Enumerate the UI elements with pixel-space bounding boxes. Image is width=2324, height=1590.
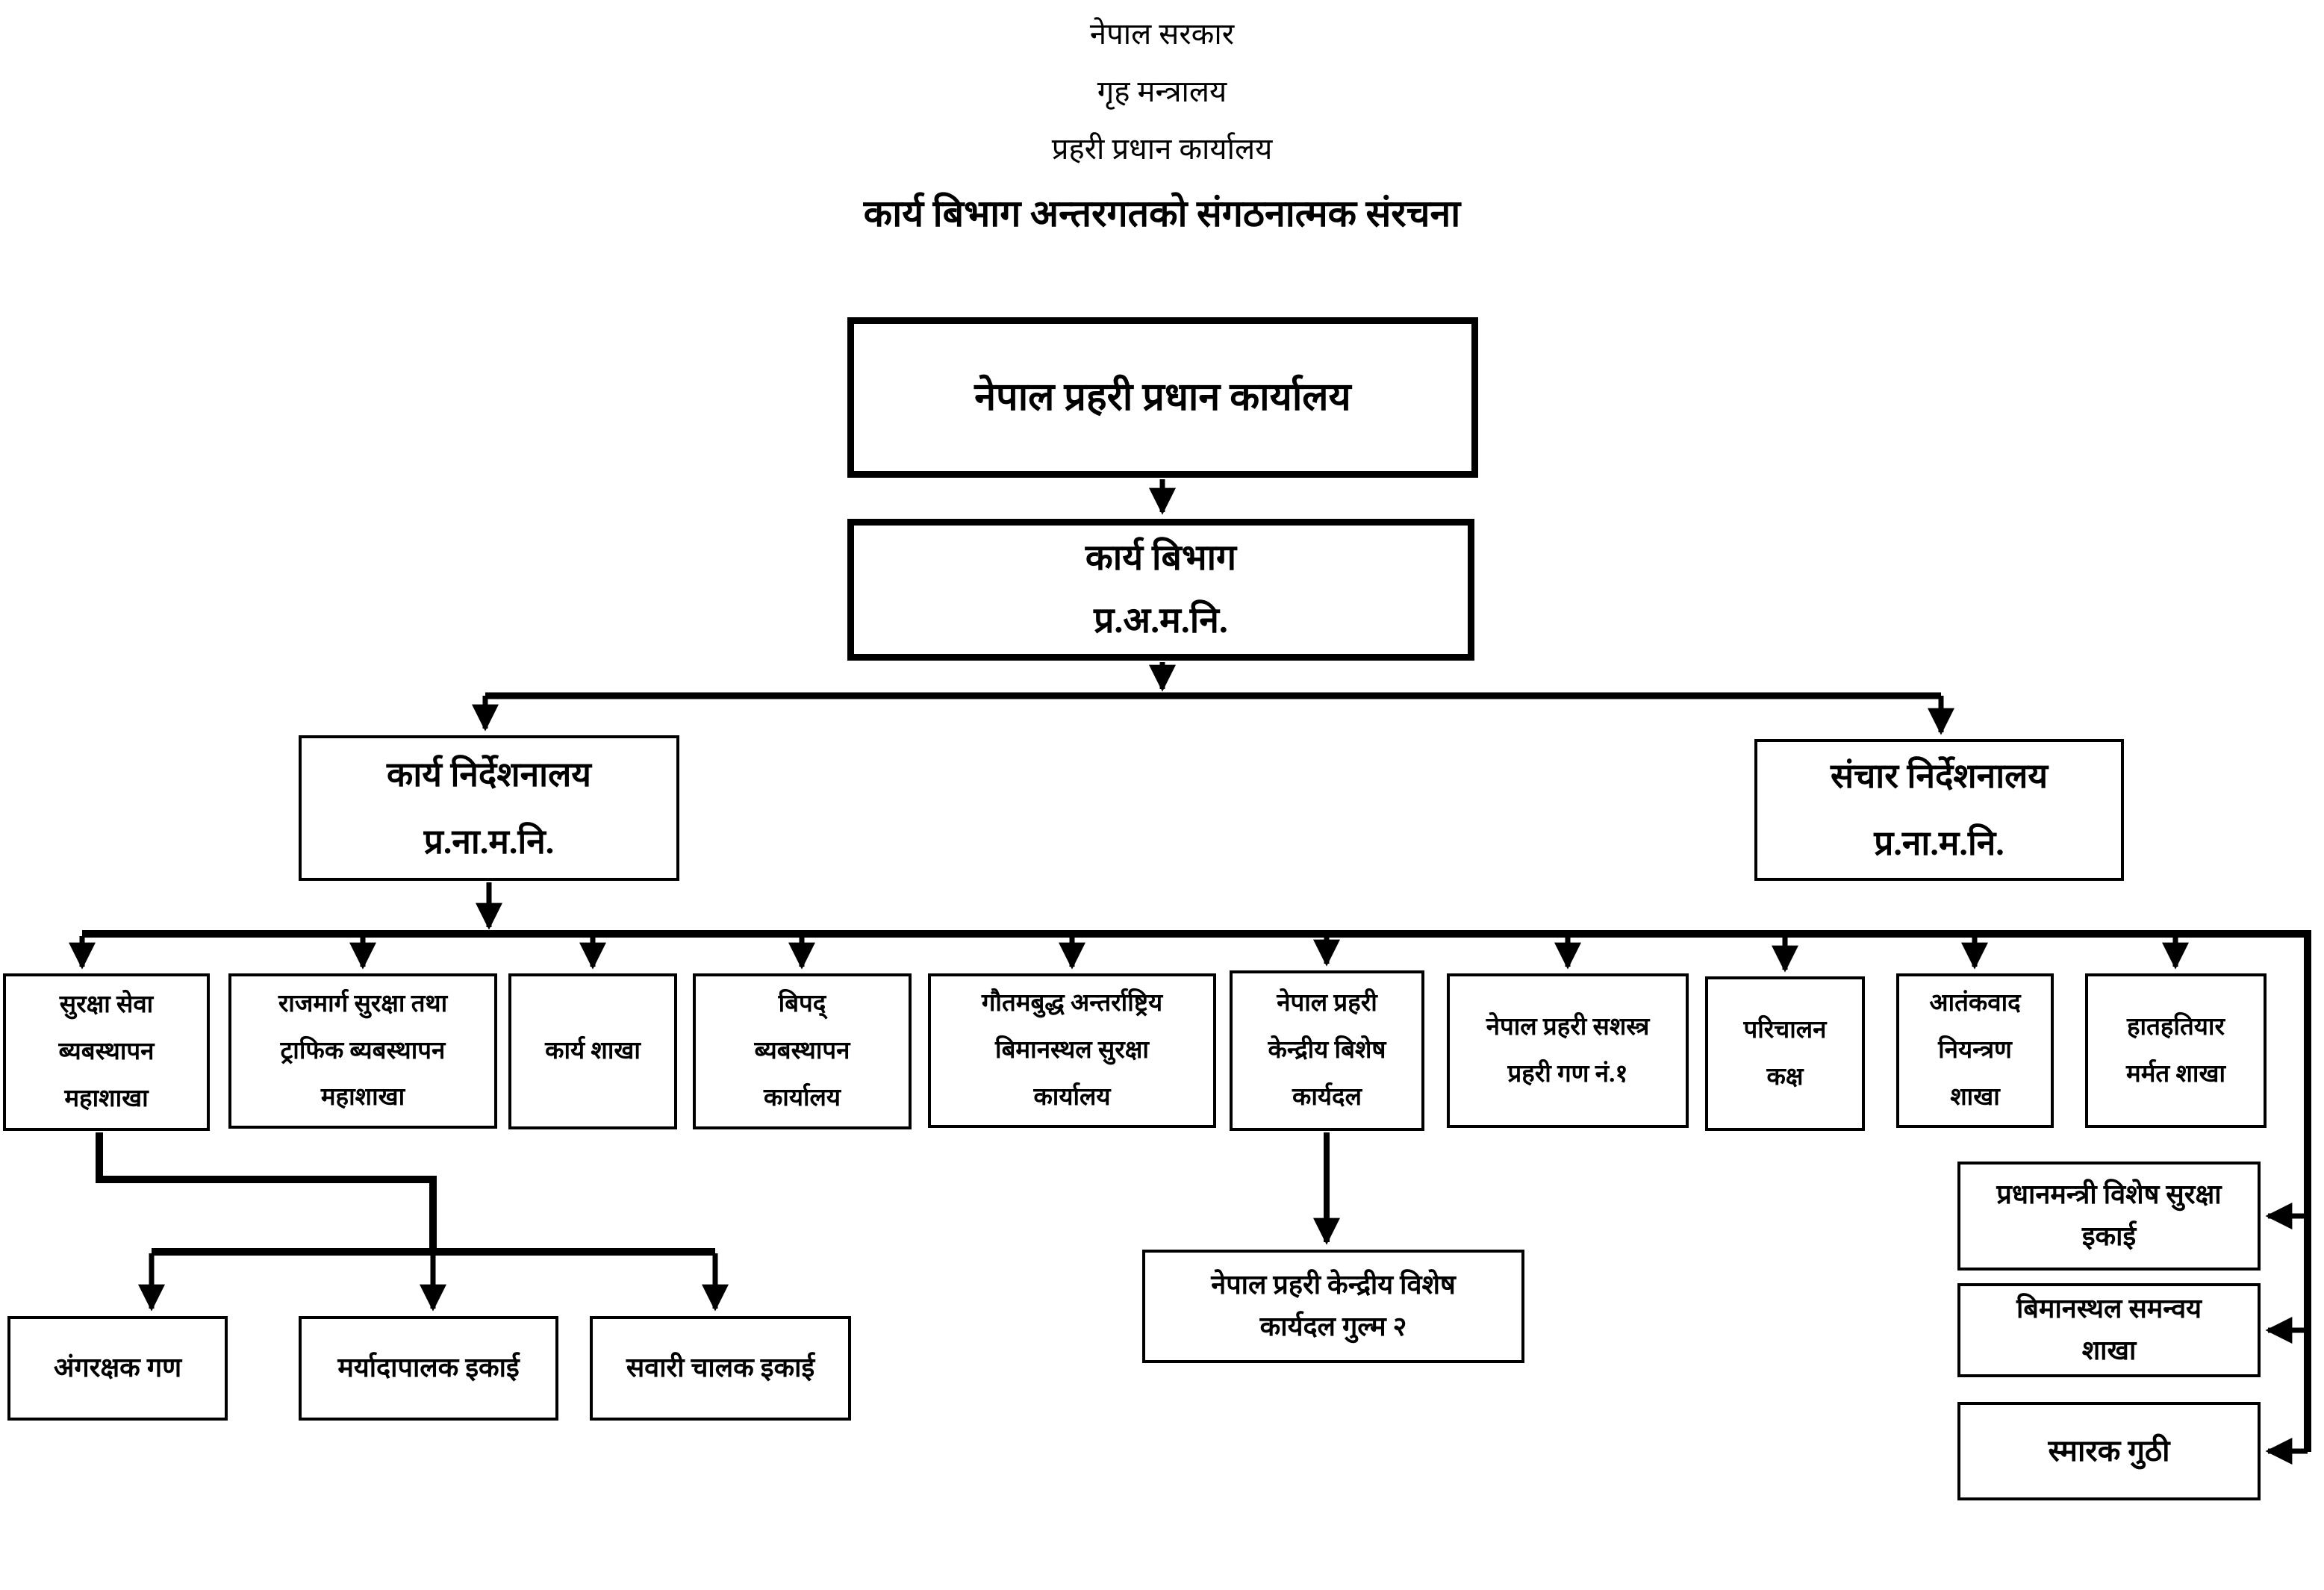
node-gautambuddha-airport-security: गौतमबुद्ध अन्तर्राष्ट्रिय बिमानस्थल सुरक… <box>928 973 1216 1128</box>
node-karya-shakha: कार्य शाखा <box>508 973 677 1129</box>
node-angarakshak-gan: अंगरक्षक गण <box>7 1316 228 1421</box>
node-karyadal-gulma-2: नेपाल प्रहरी केन्द्रीय विशेष कार्यदल गुल… <box>1142 1250 1524 1363</box>
node-suraksha-sewa-mahashakha: सुरक्षा सेवा ब्यबस्थापन महाशाखा <box>3 973 210 1131</box>
header-line-1: नेपाल सरकार <box>1089 17 1235 51</box>
node-parichalan-kaksha: परिचालन कक्ष <box>1705 976 1865 1131</box>
subtree-elbow <box>96 1132 437 1248</box>
node-sawari-chalak-ikai: सवारी चालक इकाई <box>590 1316 851 1421</box>
page-title: कार्य बिभाग अन्तरगतको संगठनात्मक संरचना <box>863 193 1461 234</box>
node-rajmarg-traffic-mahashakha: राजमार्ग सुरक्षा तथा ट्राफिक ब्यबस्थापन … <box>228 973 497 1129</box>
node-hathatiyar-marmat-shakha: हातहतियार मर्मत शाखा <box>2085 973 2267 1128</box>
node-karya-directorate: कार्य निर्देशनालय प्र.ना.म.नि. <box>299 735 679 881</box>
node-sanchar-directorate: संचार निर्देशनालय प्र.ना.म.नि. <box>1754 739 2124 881</box>
node-kendriya-bishesh-karyadal: नेपाल प्रहरी केन्द्रीय बिशेष कार्यदल <box>1230 970 1424 1131</box>
node-sashastra-prahari-gan-1: नेपाल प्रहरी सशस्त्र प्रहरी गण नं.१ <box>1447 973 1689 1128</box>
tree-connectors <box>69 479 2311 1465</box>
header-line-3: प्रहरी प्रधान कार्यालय <box>1051 132 1273 166</box>
distribution-line <box>82 930 2311 1452</box>
node-maryadapalak-ikai: मर्यादापालक इकाई <box>299 1316 558 1421</box>
node-smarak-guthi: स्मारक गुठी <box>1957 1402 2261 1500</box>
node-karya-bibhag: कार्य बिभाग प्र.अ.म.नि. <box>847 519 1474 661</box>
node-bimansthal-samanwaya-shakha: बिमानस्थल समन्वय शाखा <box>1957 1283 2261 1377</box>
node-bipad-byabasthapan: बिपद् ब्यबस्थापन कार्यालय <box>693 973 912 1129</box>
node-pm-bishesh-suraksha-ikai: प्रधानमन्त्री विशेष सुरक्षा इकाई <box>1957 1162 2261 1271</box>
node-hq: नेपाल प्रहरी प्रधान कार्यालय <box>847 317 1478 478</box>
node-aatankwad-niyantran-shakha: आतंकवाद नियन्त्रण शाखा <box>1896 973 2054 1128</box>
header-line-2: गृह मन्त्रालय <box>1097 75 1227 108</box>
